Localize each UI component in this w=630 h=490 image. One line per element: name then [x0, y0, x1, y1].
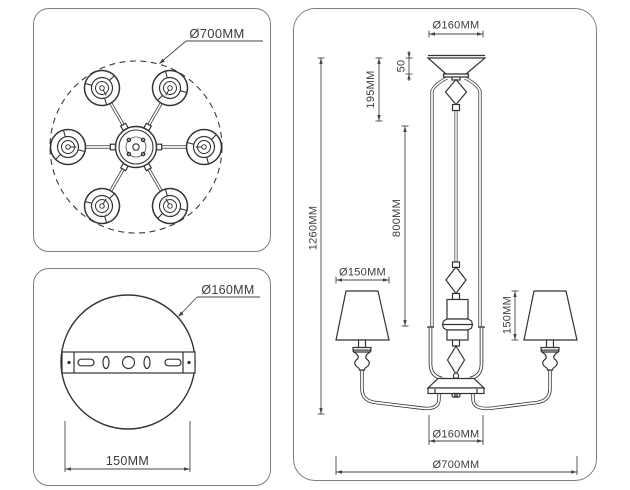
chandelier-elevation	[335, 54, 578, 411]
dimension-overall-height: 1260MM	[307, 57, 325, 415]
shade-height-label: 150MM	[501, 296, 513, 334]
lamp-head	[185, 128, 223, 166]
lamp-head	[49, 128, 87, 166]
bracket-center-hole	[121, 355, 136, 370]
bracket-hole	[143, 355, 151, 370]
bracket-pin	[67, 360, 71, 365]
mount-spacing-label: 150MM	[106, 454, 149, 468]
mount-spacing-dimension: 150MM	[64, 421, 191, 472]
bracket-slot	[77, 358, 95, 367]
overall-width-label: Ø700MM	[432, 459, 479, 471]
base-hub	[426, 377, 486, 398]
upper-section-label: 195MM	[365, 70, 377, 108]
dimension-overall-width: Ø700MM	[335, 456, 578, 475]
central-hub	[114, 125, 158, 169]
ceiling-cup	[426, 54, 487, 81]
dimension-upper-section: 195MM	[365, 57, 383, 122]
dimension-canopy-height: 50	[395, 51, 413, 81]
lamp-shade	[335, 290, 390, 341]
canopy-view-panel: Ø160MM 150MM	[33, 268, 271, 486]
column-ornaments	[441, 78, 474, 379]
base-hub-label: Ø160MM	[432, 429, 479, 441]
top-view-panel: Ø700MM	[33, 8, 271, 252]
canopy-diameter-label: Ø160MM	[201, 283, 254, 297]
stem-length-label: 800MM	[391, 199, 403, 237]
dimension-base-hub: Ø160MM	[428, 415, 484, 445]
lamp-shade	[523, 290, 578, 341]
bracket-hole	[102, 355, 110, 370]
canopy-drawing: Ø160MM 150MM	[60, 283, 260, 472]
canopy-width-label: Ø160MM	[432, 20, 479, 32]
canopy-diameter-callout: Ø160MM	[178, 283, 260, 317]
top-view-diameter-callout: Ø700MM	[159, 26, 263, 64]
lamp-head	[77, 181, 127, 231]
dimension-shade-diameter: Ø150MM	[335, 267, 390, 284]
lamp-head	[77, 63, 127, 113]
top-view-drawing: Ø700MM	[49, 26, 263, 234]
bracket-pin	[187, 360, 191, 365]
bracket-slot	[164, 358, 182, 367]
dimension-canopy-width: Ø160MM	[428, 20, 484, 38]
dimension-shade-height: 150MM	[501, 290, 519, 341]
top-view-diameter-label: Ø700MM	[189, 26, 244, 41]
lamp-right	[523, 290, 578, 371]
overall-height-label: 1260MM	[307, 206, 319, 251]
dimension-stem-length: 800MM	[391, 125, 409, 327]
shade-diameter-label: Ø150MM	[339, 267, 386, 279]
candle-holder	[540, 351, 560, 371]
lamp-head	[145, 63, 195, 113]
candle-holder	[352, 351, 372, 371]
canopy-height-label: 50	[395, 60, 407, 73]
lamp-left	[335, 290, 390, 371]
side-view-drawing: Ø160MM 50 195MM	[307, 20, 578, 475]
side-view-panel: Ø160MM 50 195MM	[293, 8, 597, 481]
mounting-bracket	[61, 351, 196, 374]
lamp-head	[145, 181, 195, 231]
